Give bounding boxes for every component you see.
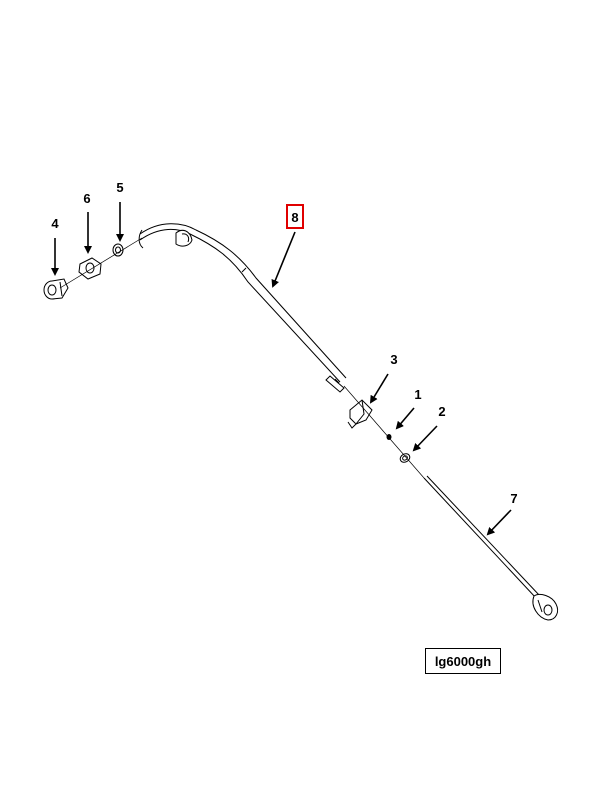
callout-3: 3 — [390, 352, 397, 367]
ring-5 — [112, 243, 124, 257]
arrow-3 — [369, 373, 389, 404]
callout-8: 8 — [291, 210, 298, 225]
callout-labels: 4 6 5 8 3 1 2 7 — [51, 180, 517, 506]
nut-6 — [78, 257, 102, 280]
callout-arrows — [51, 202, 512, 536]
arrow-8 — [271, 231, 296, 288]
center-line-left — [59, 237, 143, 289]
callout-2: 2 — [438, 404, 445, 419]
hose-assembly — [138, 223, 347, 393]
callout-7: 7 — [510, 491, 517, 506]
callout-6: 6 — [83, 191, 90, 206]
cable-7 — [423, 475, 559, 621]
arrow-7 — [486, 509, 512, 536]
callout-4: 4 — [51, 216, 59, 231]
callout-8-highlight-box — [286, 204, 304, 229]
fitting-4 — [43, 278, 69, 300]
callout-5: 5 — [116, 180, 123, 195]
washer-2 — [399, 453, 411, 463]
arrow-1 — [395, 407, 415, 430]
drawing-code-label: lg6000gh — [425, 648, 501, 674]
callout-1: 1 — [414, 387, 421, 402]
arrow-2 — [412, 425, 438, 452]
center-line-mid — [343, 385, 425, 479]
clamp-3 — [347, 399, 373, 429]
part-1-bead — [386, 434, 392, 440]
